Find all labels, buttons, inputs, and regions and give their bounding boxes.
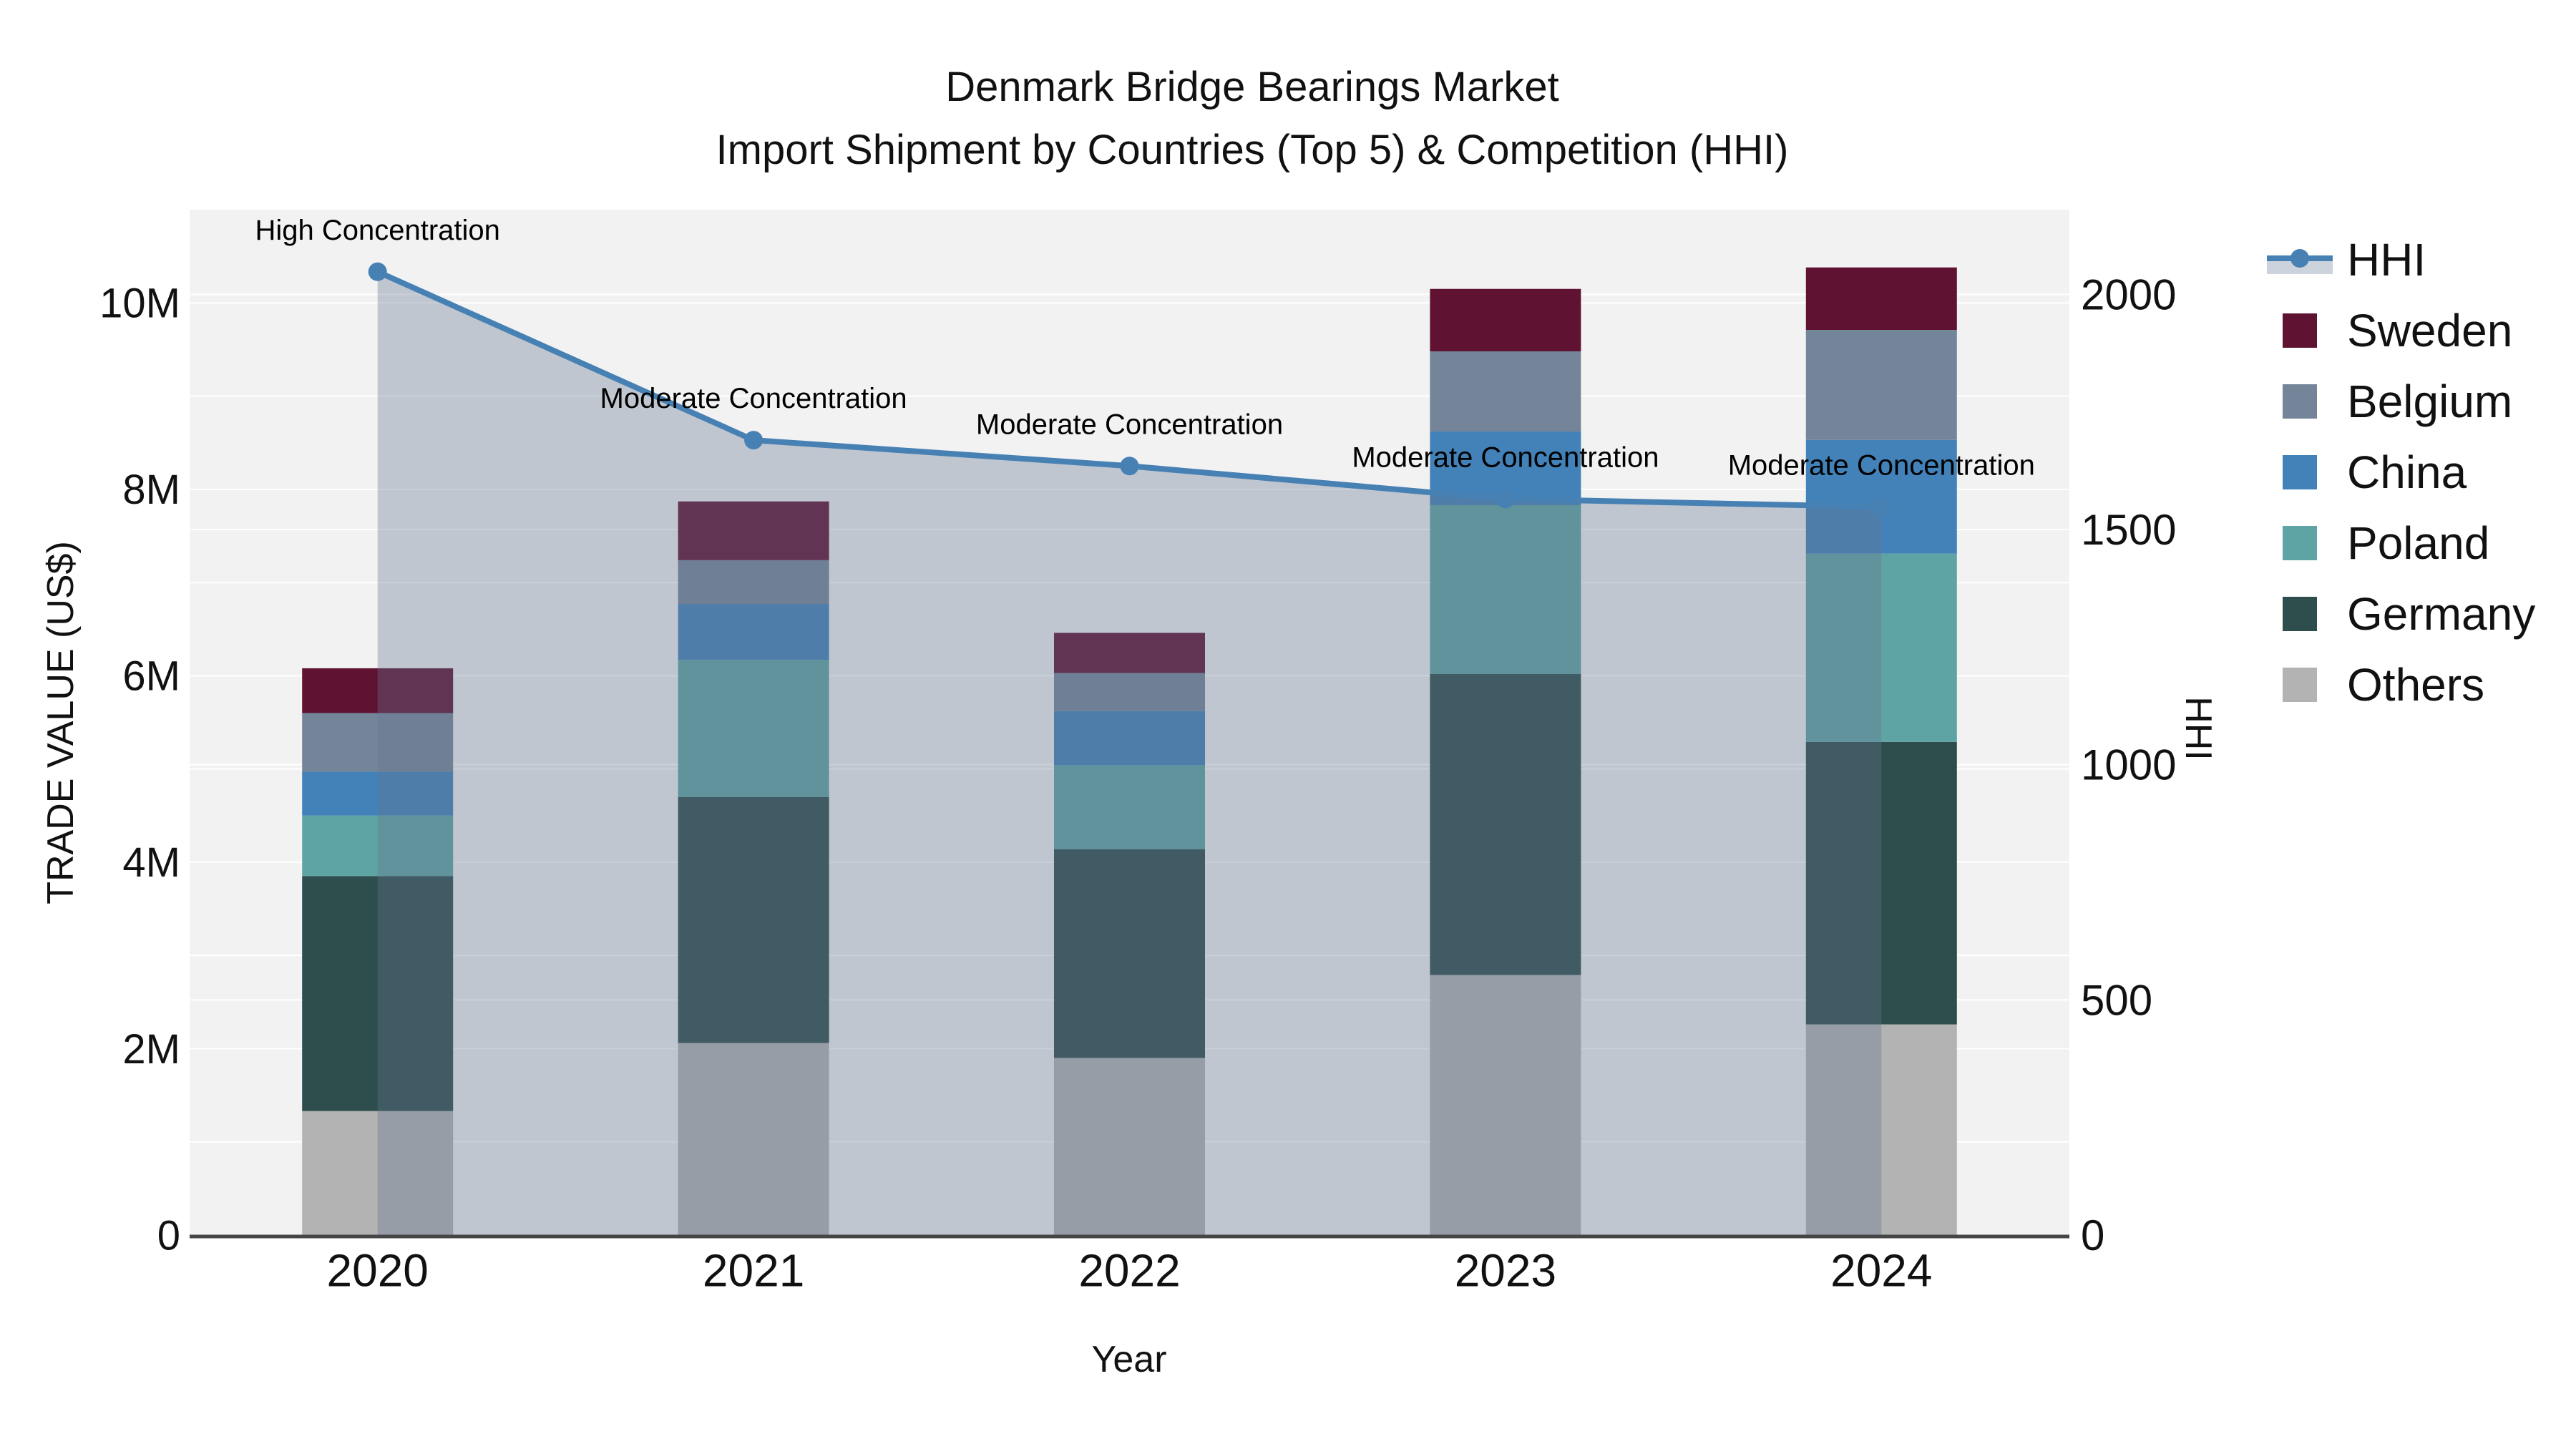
legend-label: Germany — [2347, 587, 2536, 640]
bar-segment-germany-2020[interactable] — [302, 876, 454, 1111]
legend-label: Others — [2347, 658, 2485, 711]
bar-segment-others-2024[interactable] — [1805, 1024, 1957, 1235]
chart-title-line-1: Denmark Bridge Bearings Market — [945, 64, 1559, 110]
y-left-tick-0: 0 — [157, 1212, 180, 1259]
annotation-2020: High Concentration — [255, 215, 499, 246]
annotation-2023: Moderate Concentration — [1352, 441, 1659, 473]
bar-segment-belgium-2023[interactable] — [1430, 351, 1581, 432]
x-tick-2024[interactable]: 2024 — [1830, 1244, 1932, 1296]
bar-segment-germany-2021[interactable] — [678, 796, 829, 1043]
bar-segment-china-2022[interactable] — [1054, 711, 1205, 766]
legend-item-others[interactable]: Others — [2267, 649, 2535, 720]
y-left-tick-10M: 10M — [99, 280, 180, 327]
bar-segment-belgium-2021[interactable] — [678, 560, 829, 605]
hhi-marker-2020[interactable] — [368, 262, 387, 281]
bar-segment-sweden-2022[interactable] — [1054, 633, 1205, 673]
legend-label: China — [2347, 446, 2467, 498]
legend-item-hhi[interactable]: HHI — [2267, 224, 2535, 295]
bar-segment-sweden-2021[interactable] — [678, 501, 829, 560]
bar-segment-belgium-2022[interactable] — [1054, 673, 1205, 711]
bar-segment-china-2024[interactable] — [1805, 439, 1957, 554]
others-swatch-icon — [2267, 667, 2333, 702]
y-right-tick-0: 0 — [2081, 1211, 2104, 1259]
y-left-tick-2M: 2M — [122, 1026, 180, 1073]
bar-segment-belgium-2024[interactable] — [1805, 330, 1957, 440]
hhi-area-fill — [377, 271, 1882, 1235]
hhi-marker-2023[interactable] — [1496, 489, 1515, 509]
bar-segment-sweden-2024[interactable] — [1805, 267, 1957, 331]
y-left-tick-4M: 4M — [122, 839, 180, 886]
bar-segment-poland-2020[interactable] — [302, 815, 454, 877]
legend-item-china[interactable]: China — [2267, 436, 2535, 507]
x-tick-2021[interactable]: 2021 — [703, 1244, 804, 1296]
germany-swatch-icon — [2267, 596, 2333, 631]
hhi-marker-2024[interactable] — [1872, 497, 1891, 517]
bar-segment-others-2023[interactable] — [1430, 975, 1581, 1235]
sweden-swatch-icon — [2267, 313, 2333, 348]
annotation-2024: Moderate Concentration — [1728, 449, 2035, 481]
bar-segment-poland-2022[interactable] — [1054, 765, 1205, 849]
bar-segment-others-2020[interactable] — [302, 1111, 454, 1235]
hhi-line-swatch-icon — [2267, 243, 2333, 277]
belgium-swatch-icon — [2267, 384, 2333, 419]
bar-segment-belgium-2020[interactable] — [302, 713, 454, 772]
hhi-marker-2022[interactable] — [1120, 457, 1139, 476]
legend-label: Poland — [2347, 517, 2490, 569]
legend-label: Sweden — [2347, 304, 2513, 356]
legend-item-belgium[interactable]: Belgium — [2267, 366, 2535, 436]
bar-segment-sweden-2023[interactable] — [1430, 288, 1581, 352]
x-tick-2023[interactable]: 2023 — [1455, 1244, 1556, 1296]
china-swatch-icon — [2267, 454, 2333, 489]
y-right-tick-2000: 2000 — [2081, 270, 2176, 318]
y-right-tick-500: 500 — [2081, 976, 2152, 1024]
legend-label: HHI — [2347, 233, 2426, 286]
bar-segment-germany-2023[interactable] — [1430, 673, 1581, 975]
x-tick-2020[interactable]: 2020 — [327, 1244, 429, 1296]
bar-segment-poland-2023[interactable] — [1430, 504, 1581, 674]
bar-segment-poland-2021[interactable] — [678, 660, 829, 797]
x-axis-title: Year — [1091, 1339, 1167, 1380]
annotation-2022: Moderate Concentration — [976, 409, 1283, 440]
bar-segment-others-2021[interactable] — [678, 1043, 829, 1235]
bar-segment-china-2020[interactable] — [302, 771, 454, 816]
y-axis-title-right: HHI — [2177, 696, 2219, 761]
chart-title-line-2: Import Shipment by Countries (Top 5) & C… — [716, 127, 1789, 173]
x-tick-2022[interactable]: 2022 — [1078, 1244, 1180, 1296]
bar-segment-china-2021[interactable] — [678, 604, 829, 660]
y-left-tick-8M: 8M — [122, 467, 180, 513]
legend-item-poland[interactable]: Poland — [2267, 507, 2535, 578]
y-right-tick-1500: 1500 — [2081, 506, 2176, 554]
y-left-tick-6M: 6M — [122, 653, 180, 700]
bar-segment-others-2022[interactable] — [1054, 1058, 1205, 1235]
y-right-tick-1000: 1000 — [2081, 741, 2176, 789]
bar-segment-poland-2024[interactable] — [1805, 553, 1957, 742]
bar-segment-germany-2024[interactable] — [1805, 741, 1957, 1025]
bar-segment-germany-2022[interactable] — [1054, 849, 1205, 1058]
annotation-2021: Moderate Concentration — [600, 383, 907, 414]
poland-swatch-icon — [2267, 525, 2333, 560]
chart-title: Denmark Bridge Bearings Market Import Sh… — [537, 56, 1968, 182]
legend-item-sweden[interactable]: Sweden — [2267, 295, 2535, 366]
legend-item-germany[interactable]: Germany — [2267, 578, 2535, 649]
hhi-marker-2021[interactable] — [744, 431, 763, 450]
bar-segment-sweden-2020[interactable] — [302, 668, 454, 713]
legend-label: Belgium — [2347, 375, 2513, 427]
y-axis-title-left: TRADE VALUE (US$) — [40, 541, 82, 904]
